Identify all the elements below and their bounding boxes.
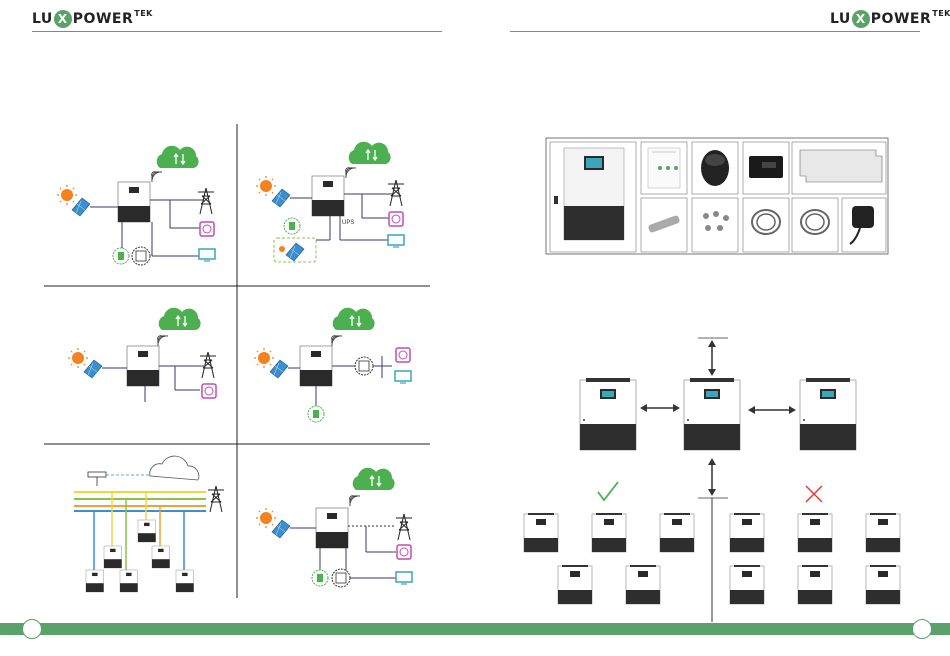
ups-label: UPS	[342, 220, 354, 226]
footer-bar	[0, 623, 950, 635]
page-marker-right	[912, 619, 932, 639]
diagram-5	[74, 456, 224, 592]
installation-clearance	[524, 338, 900, 622]
page-marker-left	[22, 619, 42, 639]
diagram-1	[57, 146, 215, 265]
diagram-3	[68, 308, 216, 402]
diagram-2: UPS	[256, 142, 404, 262]
package-contents	[546, 138, 888, 254]
cross-icon	[806, 486, 822, 502]
diagram-4	[254, 308, 411, 422]
diagram-6	[256, 468, 412, 587]
check-icon	[598, 482, 618, 500]
